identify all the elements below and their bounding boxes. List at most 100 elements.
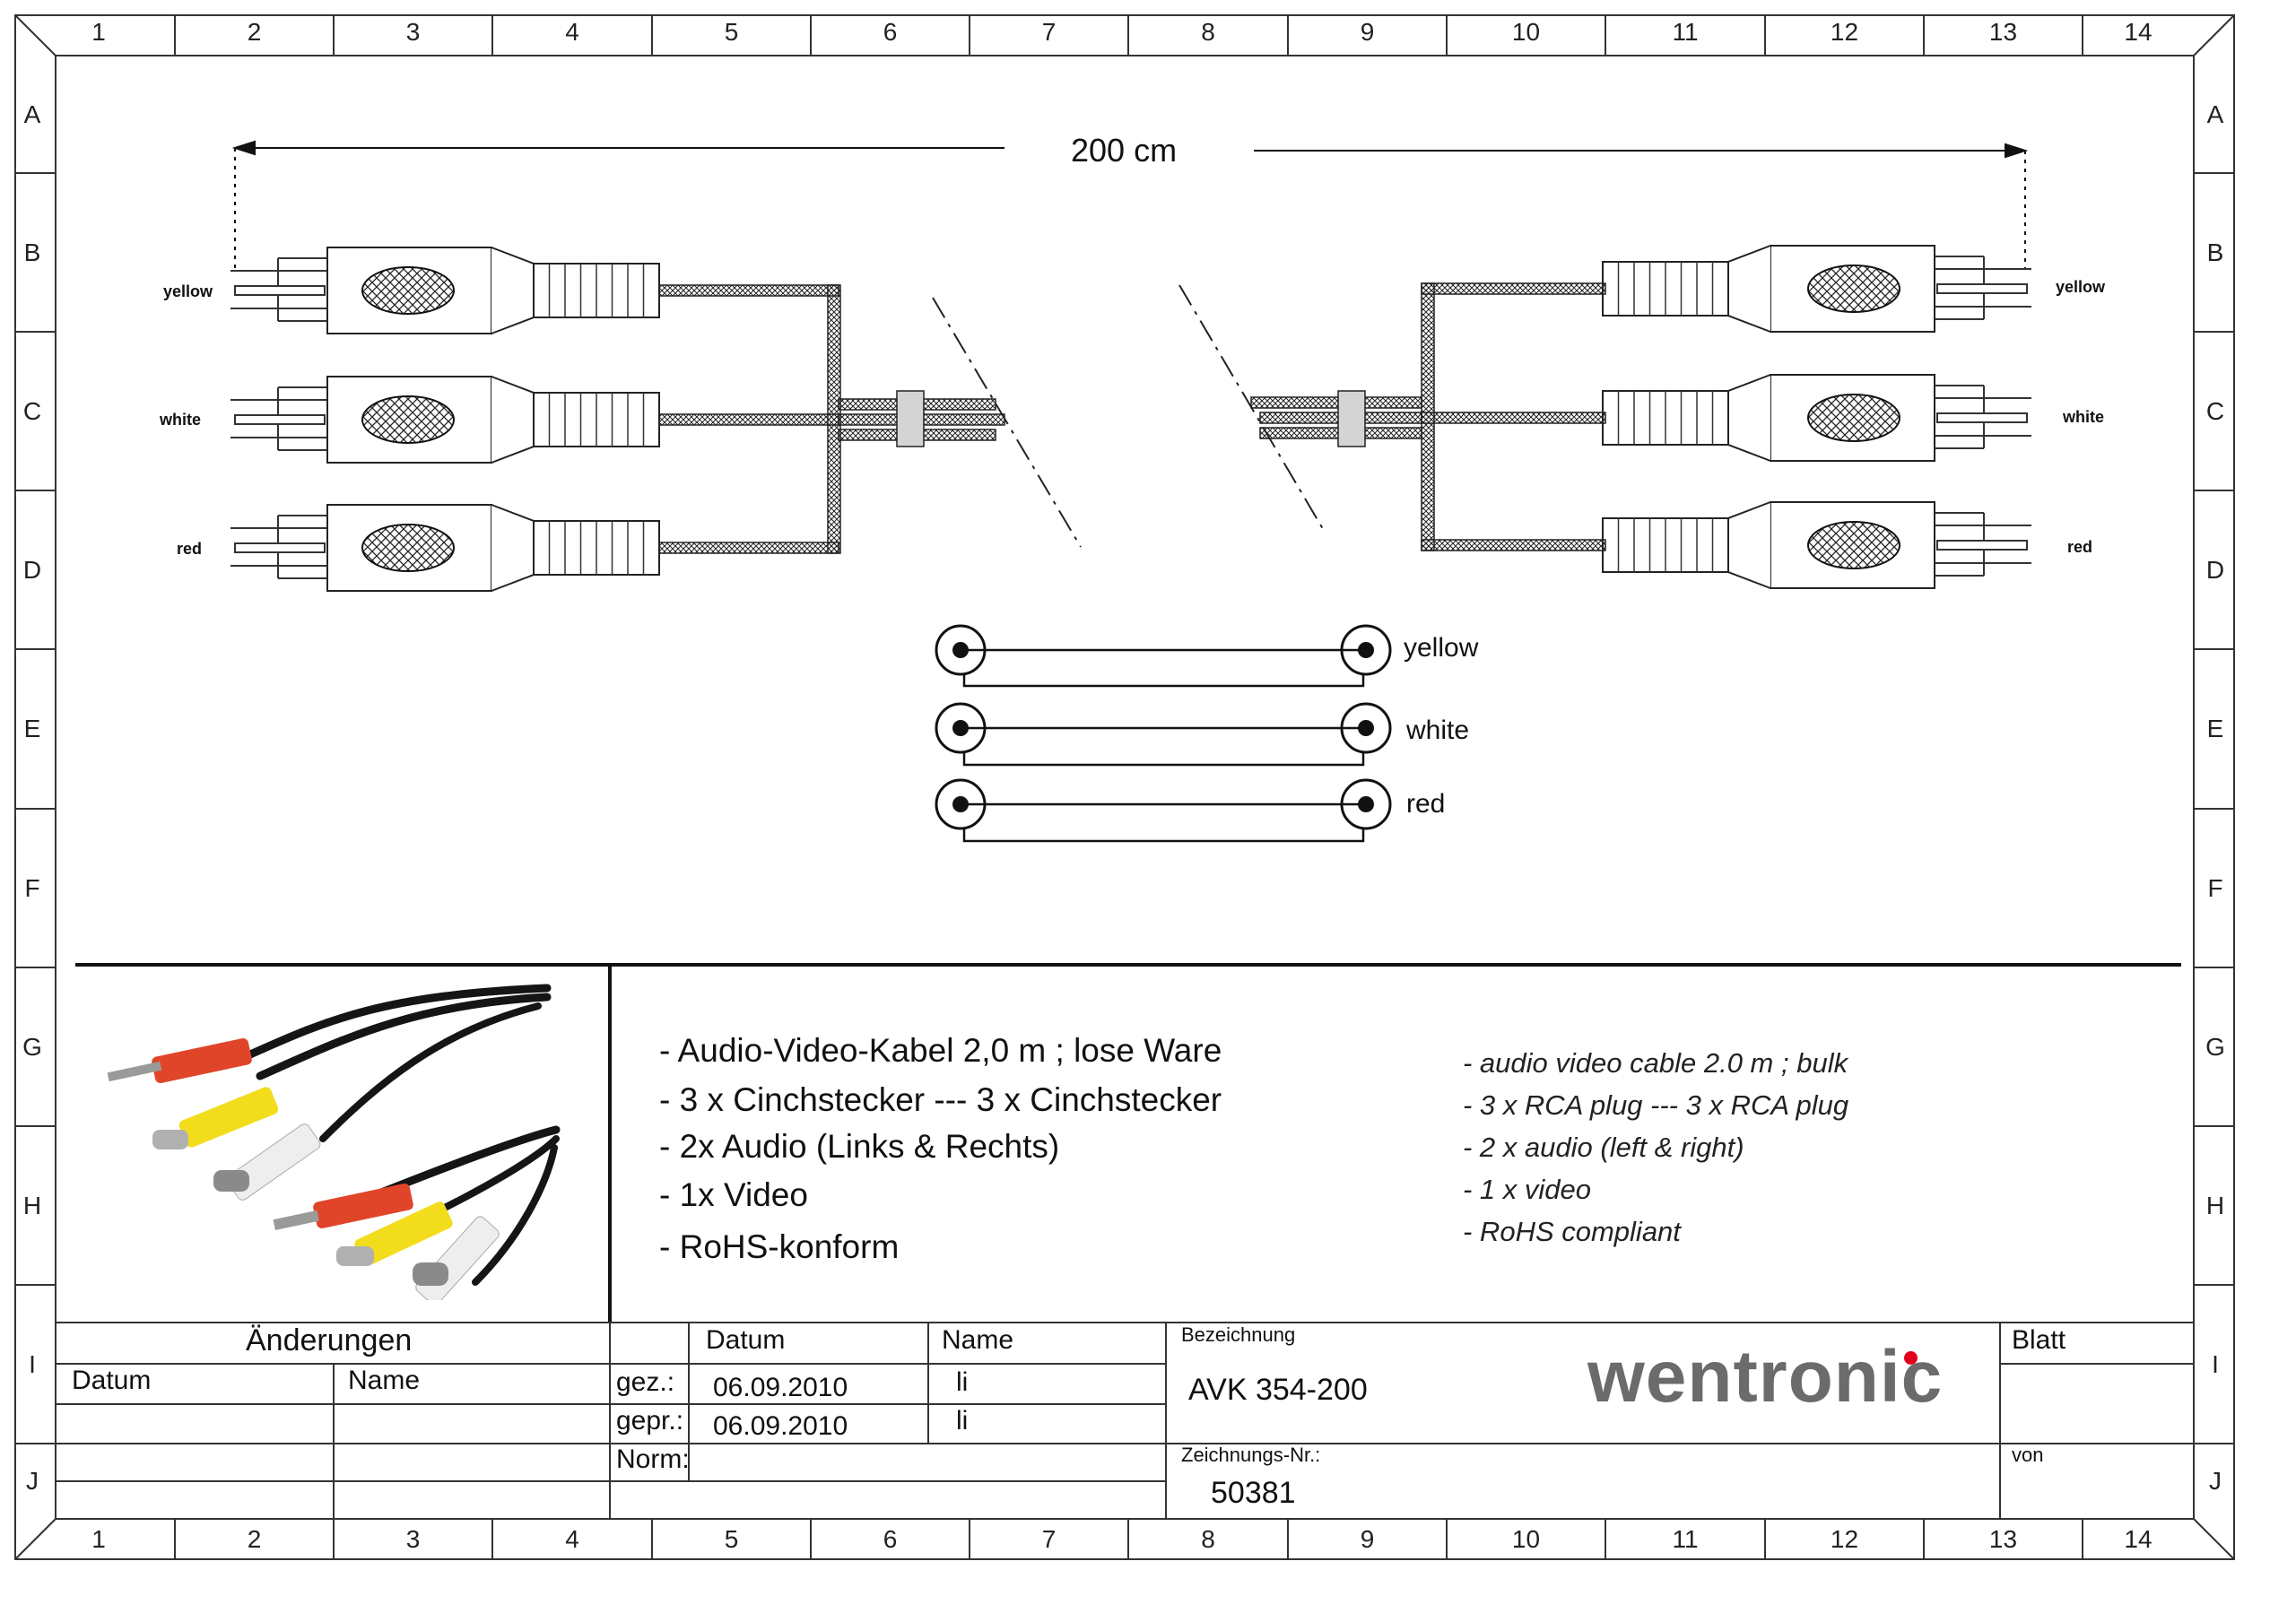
description-de-line: - 2x Audio (Links & Rechts) — [659, 1128, 1060, 1165]
column-label-top: 6 — [883, 18, 898, 46]
row-label-left: H — [22, 1191, 42, 1219]
column-grid-ticks — [174, 15, 2083, 1559]
drawn-name: li — [956, 1367, 969, 1397]
column-label-bottom: 13 — [1988, 1525, 2018, 1553]
length-label: 200 cm — [1071, 132, 1178, 169]
column-label-top: 11 — [1672, 18, 1699, 46]
drawing-number-value: 50381 — [1211, 1476, 1296, 1510]
description-de-line: - 1x Video — [659, 1176, 808, 1213]
row-label-left: G — [22, 1032, 42, 1061]
row-label-right: F — [2207, 873, 2223, 902]
schematic-cable-line — [935, 778, 1392, 843]
row-label-left: I — [29, 1349, 36, 1378]
row-grid-ticks — [15, 172, 2234, 1444]
designation-value: AVK 354-200 — [1188, 1373, 1368, 1407]
row-label-right: J — [2209, 1467, 2222, 1495]
description-de-line: - RoHS-konform — [659, 1228, 900, 1265]
column-label-top: 2 — [247, 18, 262, 46]
checked-label: gepr.: — [616, 1406, 684, 1436]
schematic-label-yellow: yellow — [1404, 633, 1479, 663]
row-label-right: A — [2206, 100, 2224, 128]
name-column-header: Name — [942, 1325, 1014, 1355]
left-plug-label-red: red — [177, 540, 203, 558]
product-photo-rca-cable — [107, 984, 561, 1300]
column-label-top: 4 — [565, 18, 579, 46]
column-label-bottom: 10 — [1511, 1525, 1541, 1553]
column-label-bottom: 8 — [1201, 1525, 1215, 1553]
photo-white-plug-1 — [213, 1123, 321, 1201]
length-dimension — [231, 140, 2029, 269]
photo-red-plug-2 — [273, 1184, 413, 1231]
schematic-label-white: white — [1406, 716, 1470, 745]
row-label-right: D — [2205, 555, 2225, 584]
column-label-bottom: 3 — [405, 1525, 421, 1553]
row-label-left: F — [24, 873, 40, 902]
left-rca-plugs — [230, 247, 660, 592]
description-en-line: - 1 x video — [1463, 1174, 1592, 1205]
row-label-right: H — [2205, 1191, 2225, 1219]
column-label-top: 7 — [1041, 18, 1057, 46]
drawn-date: 06.09.2010 — [713, 1373, 848, 1402]
logo-dot — [1904, 1351, 1918, 1365]
rca-plug — [1602, 245, 2031, 333]
right-cable-bundle — [1250, 282, 1606, 551]
column-label-top: 9 — [1360, 18, 1375, 46]
column-label-bottom: 5 — [724, 1525, 739, 1553]
column-label-bottom: 2 — [247, 1525, 262, 1553]
row-label-right: G — [2205, 1032, 2225, 1061]
rca-plug — [230, 504, 660, 592]
left-plug-label-yellow: yellow — [163, 282, 213, 300]
description-en-line: - 2 x audio (left & right) — [1463, 1132, 1744, 1163]
row-label-right: I — [2212, 1349, 2219, 1378]
description-de-line: - 3 x Cinchstecker --- 3 x Cinchstecker — [659, 1081, 1222, 1118]
changes-header: Änderungen — [246, 1323, 413, 1357]
designation-label: Bezeichnung — [1181, 1323, 1296, 1346]
column-label-bottom: 4 — [565, 1525, 579, 1553]
column-label-top: 3 — [405, 18, 421, 46]
column-label-bottom: 7 — [1041, 1525, 1057, 1553]
wiring-schematic — [935, 624, 1392, 843]
checked-date: 06.09.2010 — [713, 1411, 848, 1441]
description-en-line: - RoHS compliant — [1463, 1216, 1681, 1247]
changes-date-header: Datum — [72, 1366, 152, 1395]
right-plug-label-white: white — [2063, 408, 2105, 426]
column-label-bottom: 6 — [883, 1525, 898, 1553]
wentronic-logo: wentronic — [1587, 1340, 1943, 1414]
rca-plug — [230, 247, 660, 334]
column-label-top: 12 — [1830, 18, 1859, 46]
sheet-label: Blatt — [2012, 1325, 2066, 1355]
rca-plug — [1602, 374, 2031, 462]
lower-section-lines — [75, 963, 2181, 1323]
description-de-line: - Audio-Video-Kabel 2,0 m ; lose Ware — [659, 1032, 1222, 1069]
title-block-grid — [55, 1322, 2195, 1520]
description-en-line: - audio video cable 2.0 m ; bulk — [1463, 1047, 1848, 1079]
date-column-header: Datum — [706, 1325, 786, 1355]
photo-yellow-plug-1 — [152, 1087, 279, 1149]
logo-wordmark: wentronic — [1587, 1336, 1944, 1418]
description-en-line: - 3 x RCA plug --- 3 x RCA plug — [1463, 1089, 1849, 1121]
left-plug-label-white: white — [160, 411, 202, 429]
right-break-line — [1178, 284, 1326, 534]
right-plug-label-red: red — [2067, 538, 2093, 556]
drawing-number-label: Zeichnungs-Nr.: — [1181, 1444, 1321, 1466]
changes-name-header: Name — [348, 1366, 421, 1395]
column-label-top: 5 — [724, 18, 739, 46]
row-label-left: A — [23, 100, 41, 128]
photo-red-plug-1 — [107, 1038, 252, 1083]
row-label-left: D — [22, 555, 42, 584]
row-label-left: B — [23, 238, 41, 266]
photo-white-plug-2 — [413, 1216, 500, 1300]
row-label-left: J — [26, 1467, 39, 1495]
row-label-right: E — [2206, 715, 2224, 742]
schematic-cable-line — [935, 624, 1392, 688]
column-label-bottom: 11 — [1672, 1525, 1699, 1553]
checked-name: li — [956, 1406, 969, 1436]
column-label-bottom: 12 — [1830, 1525, 1859, 1553]
column-label-top: 14 — [2124, 18, 2152, 46]
norm-label: Norm: — [616, 1444, 690, 1474]
left-break-line — [932, 297, 1082, 548]
schematic-cable-line — [935, 702, 1392, 767]
rca-plug — [230, 376, 660, 464]
column-label-bottom: 14 — [2124, 1525, 2152, 1553]
